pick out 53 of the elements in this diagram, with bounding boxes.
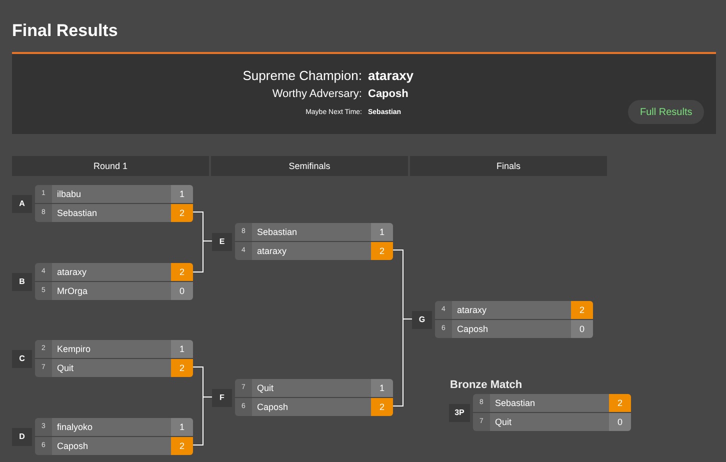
score: 1 [371,223,393,241]
score: 1 [171,340,193,358]
player-name: Quit [490,413,609,431]
score: 2 [171,263,193,281]
score: 2 [609,394,631,412]
bracket-line [392,318,412,406]
bracket-line [192,240,212,272]
match-tag: G [412,310,432,328]
player-name: ataraxy [452,301,571,319]
score: 2 [171,204,193,222]
full-results-button: Full Results [628,100,704,124]
score: 0 [609,413,631,431]
player-name: ataraxy [52,263,171,281]
score: 1 [371,379,393,397]
score: 1 [171,185,193,203]
player-name: Sebastian [490,394,609,412]
bracket-line [192,396,212,446]
result-label: Worthy Adversary: [272,87,362,102]
player-name: Caposh [52,437,171,455]
match-tag: A [12,194,32,212]
player-name: finalyoko [52,418,171,436]
player-name: ataraxy [252,242,371,260]
page-title: Final Results [12,20,118,42]
match-tag: E [212,232,232,250]
player-name: ataraxy [368,67,414,84]
player-name: Quit [252,379,371,397]
player-name: Sebastian [252,223,371,241]
score: 0 [171,282,193,300]
round-header: Semifinals [211,156,408,176]
score: 0 [571,320,593,338]
score: 1 [171,418,193,436]
player-name: MrOrga [52,282,171,300]
player-name: Kempiro [52,340,171,358]
player-name: ilbabu [52,185,171,203]
match-tag: C [12,350,32,368]
round-header: Finals [410,156,607,176]
player-name: Caposh [368,87,408,102]
score: 2 [171,359,193,377]
round-header: Round 1 [12,156,209,176]
match-tag: 3P [449,404,470,422]
score: 2 [571,301,593,319]
player-name: Sebastian [52,204,171,222]
result-label: Supreme Champion: [242,67,362,84]
player-name: Caposh [452,320,571,338]
score: 2 [371,398,393,416]
match-tag: B [12,272,32,290]
player-name: Quit [52,359,171,377]
player-name: Caposh [252,398,371,416]
score: 2 [171,437,193,455]
match-tag: F [212,388,232,406]
score: 2 [371,242,393,260]
section-heading: Bronze Match [450,378,522,393]
match-tag: D [12,428,32,446]
